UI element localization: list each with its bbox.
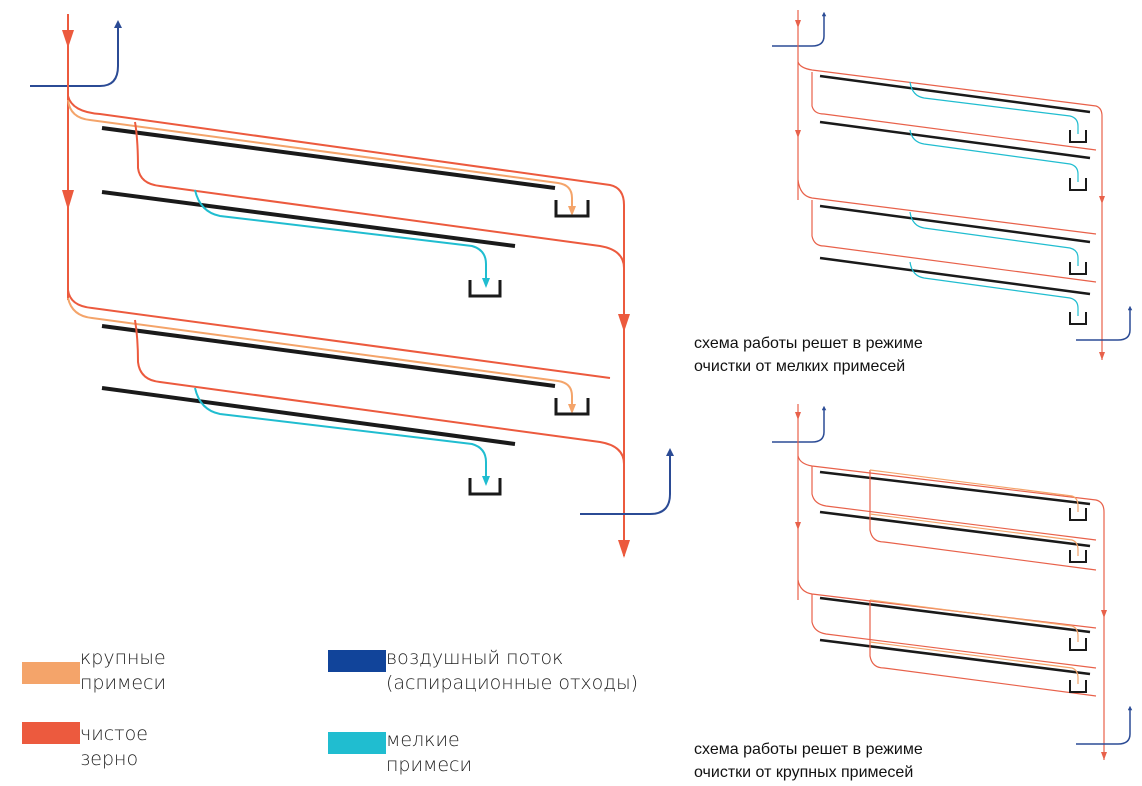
legend-air-line2: (аспирационные отходы) — [386, 672, 639, 694]
caption-coarse-mode: схема работы решет в режиме очистки от к… — [694, 738, 923, 784]
legend-air: воздушный поток (аспирационные отходы) — [328, 646, 638, 696]
legend-fine: мелкие примеси — [328, 728, 472, 778]
legend-coarse-line1: крупные — [80, 647, 166, 669]
caption-fine-mode-line2: очистки от мелких примесей — [694, 358, 906, 375]
legend-air-swatch — [328, 650, 386, 672]
legend-fine-label: мелкие примеси — [386, 728, 472, 778]
legend-air-label: воздушный поток (аспирационные отходы) — [386, 646, 638, 696]
legend-clean-line1: чистое — [80, 723, 148, 745]
caption-fine-mode: схема работы решет в режиме очистки от м… — [694, 332, 923, 378]
coarse-mode-scheme — [772, 404, 1133, 760]
main-scheme — [30, 14, 674, 558]
legend-clean-swatch — [22, 722, 80, 744]
fine-mode-scheme — [772, 10, 1133, 360]
legend-clean-line2: зерно — [80, 748, 139, 770]
air-flow-top — [30, 20, 122, 87]
legend-coarse: крупные примеси — [22, 646, 166, 696]
caption-fine-mode-line1: схема работы решет в режиме — [694, 335, 923, 352]
legend-clean-label: чистое зерно — [80, 722, 148, 772]
legend-coarse-label: крупные примеси — [80, 646, 166, 696]
legend-fine-line1: мелкие — [386, 729, 460, 751]
air-flow-bottom — [580, 448, 674, 515]
legend-fine-swatch — [328, 732, 386, 754]
legend-fine-line2: примеси — [386, 754, 472, 776]
legend-coarse-swatch — [22, 662, 80, 684]
legend-clean: чистое зерно — [22, 722, 148, 772]
sieve-group-upper — [67, 95, 625, 330]
caption-coarse-mode-line2: очистки от крупных примесей — [694, 764, 914, 781]
caption-coarse-mode-line1: схема работы решет в режиме — [694, 741, 923, 758]
legend-air-line1: воздушный поток — [386, 647, 564, 669]
legend-coarse-line2: примеси — [80, 672, 166, 694]
grain-outlet — [618, 314, 630, 558]
sieve-group-lower — [67, 297, 625, 496]
